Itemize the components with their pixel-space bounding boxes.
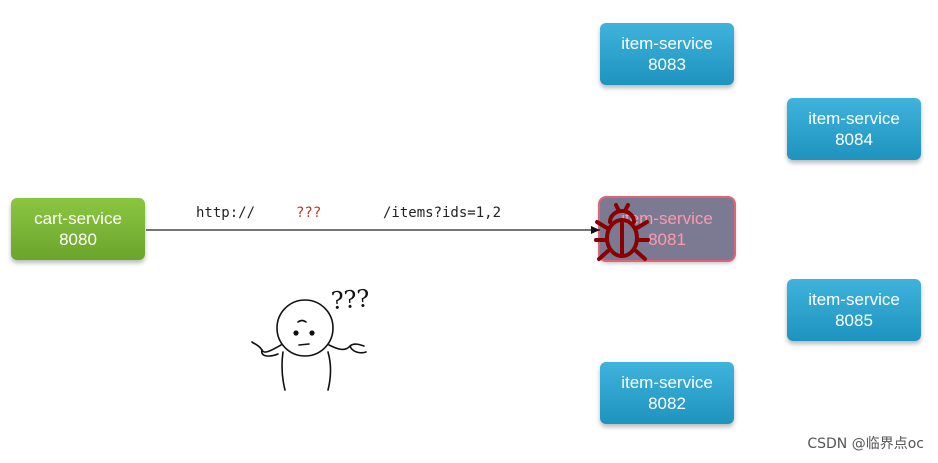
item-service-name: item-service — [621, 34, 713, 53]
item-service-name: item-service — [808, 109, 900, 128]
cart-service-node: cart-service 8080 — [11, 198, 145, 260]
item-service-name: item-service — [808, 290, 900, 309]
item-service-port: 8082 — [648, 394, 686, 413]
csdn-watermark: CSDN @临界点oc — [807, 436, 924, 452]
confused-person-icon — [251, 299, 367, 391]
confused-thought-marks: ??? — [330, 284, 370, 315]
item-service-name: item-service — [621, 373, 713, 392]
item-service-node-8082: item-service 8082 — [600, 362, 734, 424]
item-service-port: 8083 — [648, 55, 686, 74]
cart-service-port: 8080 — [59, 230, 97, 249]
item-service-port: 8084 — [835, 130, 873, 149]
item-service-node-8084: item-service 8084 — [787, 98, 921, 160]
item-service-port: 8085 — [835, 311, 873, 330]
request-path: /items?ids=1,2 — [383, 205, 502, 221]
item-service-port: 8081 — [648, 230, 686, 249]
item-service-node-8085: item-service 8085 — [787, 279, 921, 341]
request-scheme: http:// — [196, 205, 256, 221]
item-service-node-8083: item-service 8083 — [600, 23, 734, 85]
bug-icon — [594, 203, 650, 261]
request-host-unknown: ??? — [296, 205, 322, 221]
cart-service-name: cart-service — [34, 209, 122, 228]
